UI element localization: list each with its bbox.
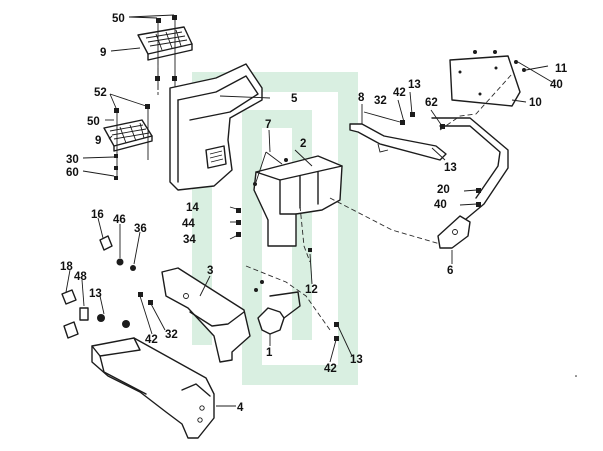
callout-label: 32 (374, 95, 387, 107)
callout-labels: 50 9 52 50 9 30 60 5 7 2 8 32 42 13 62 1… (60, 13, 568, 414)
callout-label: 16 (91, 209, 104, 221)
callout-label: 14 (186, 202, 199, 214)
side-plate (161, 267, 251, 363)
callout-label: 2 (300, 138, 306, 150)
callout-label: 9 (95, 135, 101, 147)
callout-label: 9 (100, 47, 106, 59)
callout-label: 11 (555, 63, 568, 75)
callout-label: 60 (66, 167, 79, 179)
callout-label: 36 (134, 223, 147, 235)
callout-label: 10 (529, 97, 542, 109)
callout-label: 5 (291, 93, 298, 105)
callout-label: 42 (324, 363, 337, 375)
callout-label: 1 (266, 347, 273, 359)
leader-lines (65, 14, 553, 363)
callout-label: 62 (425, 97, 438, 109)
callout-label: 6 (447, 265, 453, 277)
callout-label: 20 (437, 184, 450, 196)
callout-label: 18 (60, 261, 73, 273)
callout-label: 3 (207, 265, 213, 277)
hardware-bolts (61, 15, 526, 341)
pedal-lever (349, 104, 447, 161)
callout-label: 30 (66, 154, 79, 166)
callout-label: 40 (434, 199, 447, 211)
lower-frame (91, 337, 236, 439)
callout-label: 13 (89, 288, 102, 300)
callout-label: 52 (94, 87, 107, 99)
callout-label: 12 (305, 284, 318, 296)
cable-routing (245, 73, 513, 331)
callout-label: 44 (182, 218, 195, 230)
callout-label: 13 (350, 354, 363, 366)
step-plate-lower (103, 108, 153, 178)
callout-label: 13 (408, 79, 421, 91)
callout-label: 4 (237, 402, 244, 414)
callout-label: 8 (358, 92, 365, 104)
callout-label: 34 (183, 234, 196, 246)
callout-label: 40 (550, 79, 563, 91)
callout-label: 42 (145, 334, 158, 346)
callout-label: 32 (165, 329, 178, 341)
center-bracket (253, 149, 343, 247)
callout-label: 50 (112, 13, 125, 25)
callout-label: 13 (444, 162, 457, 174)
step-plate-upper (137, 18, 193, 95)
callout-label: 46 (113, 214, 126, 226)
callout-label: 48 (74, 271, 87, 283)
lower-bracket (257, 291, 301, 346)
pedal-link (431, 117, 509, 264)
license-plate (449, 55, 527, 107)
side-cover (169, 63, 271, 191)
callout-label: 50 (87, 116, 100, 128)
callout-label: 42 (393, 87, 406, 99)
callout-label: 7 (265, 119, 271, 131)
